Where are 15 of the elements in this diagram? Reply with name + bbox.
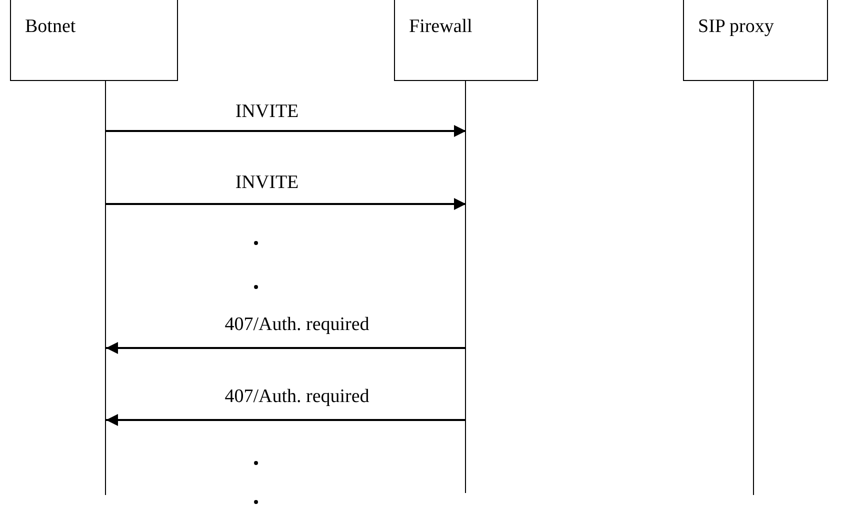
participant-box — [10, 0, 178, 81]
lifeline — [465, 81, 466, 493]
edge-label: 407/Auth. required — [222, 386, 372, 408]
message-arrow — [106, 414, 466, 426]
message-arrow — [106, 342, 466, 354]
lifeline — [105, 81, 106, 495]
participant-name: SIP proxy — [698, 16, 774, 38]
participant-name: Botnet — [25, 16, 76, 38]
edge-label: 407/Auth. required — [222, 314, 372, 336]
participant-box — [394, 0, 538, 81]
participant-box — [683, 0, 828, 81]
lifeline — [753, 81, 754, 495]
participant-name: Firewall — [409, 16, 472, 38]
message-arrow — [106, 125, 466, 137]
message-arrow — [106, 198, 466, 210]
